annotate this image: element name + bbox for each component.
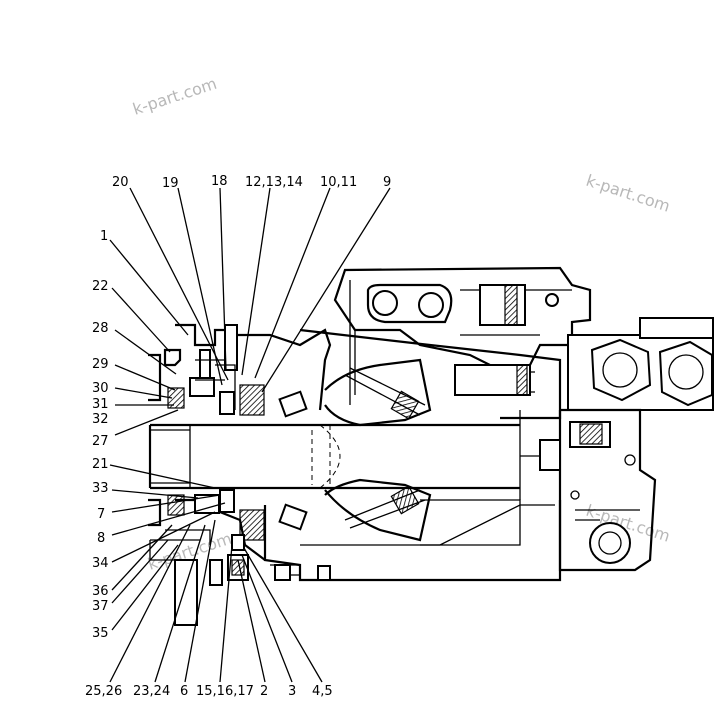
callout-7: 7 (97, 507, 105, 522)
callout-35: 35 (92, 626, 109, 641)
leader-lines (109, 187, 391, 683)
callout-32: 32 (92, 412, 109, 427)
callout-21: 21 (92, 457, 109, 472)
callout-29: 29 (92, 357, 109, 372)
callout-27: 27 (92, 434, 109, 449)
callout-12-13-14: 12,13,14 (245, 175, 303, 190)
drive-shaft (148, 410, 561, 500)
callout-6: 6 (180, 684, 188, 699)
callout-25-26: 25,26 (85, 684, 122, 699)
callout-15-16-17: 15,16,17 (196, 684, 254, 699)
callout-labels: 20 19 18 12,13,14 10,11 9 1 22 28 29 30 … (85, 174, 391, 699)
callout-18: 18 (211, 174, 228, 189)
callout-34: 34 (92, 556, 109, 571)
callout-1: 1 (100, 229, 108, 244)
watermark-1: k-part.com (130, 74, 219, 119)
callout-31: 31 (92, 397, 109, 412)
callout-33: 33 (92, 481, 109, 496)
callout-4-5: 4,5 (312, 684, 333, 699)
callout-9: 9 (383, 175, 391, 190)
watermark-2: k-part.com (584, 171, 673, 216)
callout-22: 22 (92, 279, 109, 294)
callout-23-24: 23,24 (133, 684, 170, 699)
callout-36: 36 (92, 584, 109, 599)
callout-10-11: 10,11 (320, 175, 357, 190)
callout-37: 37 (92, 599, 109, 614)
callout-19: 19 (162, 176, 179, 191)
callout-20: 20 (112, 175, 129, 190)
callout-30: 30 (92, 381, 109, 396)
callout-8: 8 (97, 531, 105, 546)
pump-housing (263, 266, 714, 582)
front-flange (148, 323, 332, 626)
callout-2: 2 (260, 684, 268, 699)
callout-28: 28 (92, 321, 109, 336)
callout-3: 3 (288, 684, 296, 699)
